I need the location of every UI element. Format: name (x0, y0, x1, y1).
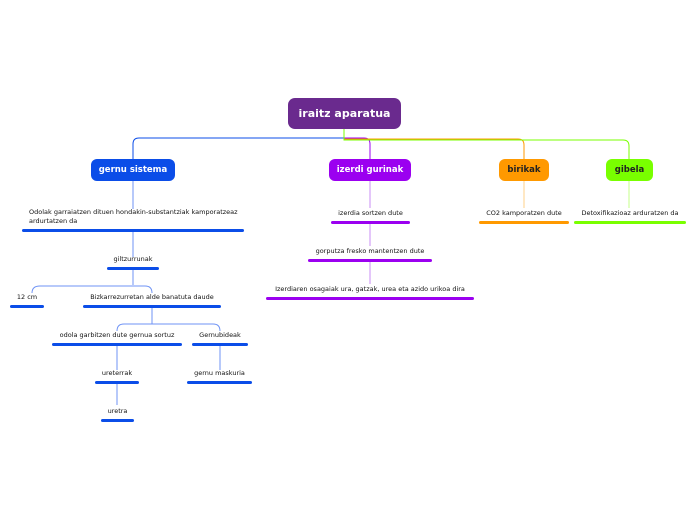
subtopic-underline (22, 229, 244, 232)
connector-root-izerdi (343, 129, 371, 159)
subtopic-label: Odolak garraiatzen dituen hondakin-subst… (29, 208, 238, 225)
subtopic-label: Bizkarrezurretan alde banatuta daude (90, 293, 214, 301)
subtopic-label: giltzurrunak (113, 255, 153, 263)
subtopic-label: odola garbitzen dute gernua sortuz (59, 331, 175, 339)
subtopic-co2-kamporatzen[interactable]: CO2 kamporatzen dute (479, 209, 569, 224)
subtopic-izerdiaren-osagaiak[interactable]: Izerdiaren osagaiak ura, gatzak, urea et… (266, 285, 474, 300)
subtopic-label: gernu maskuria (194, 369, 245, 377)
subtopic-underline (331, 221, 410, 224)
topic-birikak[interactable]: birikak (499, 159, 549, 181)
subtopic-underline (83, 305, 221, 308)
subtopic-gernu-maskuria[interactable]: gernu maskuria (187, 369, 252, 384)
subtopic-underline (101, 419, 134, 422)
subtopic-label: uretra (107, 407, 128, 415)
subtopic-giltzurrunak[interactable]: giltzurrunak (107, 255, 159, 270)
subtopic-underline (10, 305, 44, 308)
topic-izerdi-gurinak[interactable]: izerdi gurinak (329, 159, 411, 181)
topic-gibela[interactable]: gibela (606, 159, 653, 181)
subtopic-label: gorputza fresko mantentzen dute (315, 247, 425, 255)
subtopic-underline (52, 343, 182, 346)
subtopic-detoxifikazioaz[interactable]: Detoxifikazioaz arduratzen da (574, 209, 686, 224)
subtopic-uretra[interactable]: uretra (101, 407, 134, 422)
root-topic[interactable]: iraitz aparatua (288, 98, 401, 129)
connector-root-gibela (343, 129, 630, 159)
subtopic-izerdia-sortzen[interactable]: izerdia sortzen dute (331, 209, 410, 224)
subtopic-gernu-description[interactable]: Odolak garraiatzen dituen hondakin-subst… (22, 208, 244, 232)
topic-gernu-sistema[interactable]: gernu sistema (91, 159, 175, 181)
subtopic-underline (574, 221, 686, 224)
subtopic-underline (107, 267, 159, 270)
subtopic-label: ureterrak (101, 369, 133, 377)
subtopic-12cm[interactable]: 12 cm (10, 293, 44, 308)
subtopic-gernubideak[interactable]: Gernubideak (192, 331, 248, 346)
subtopic-label: 12 cm (16, 293, 38, 301)
subtopic-underline (192, 343, 248, 346)
subtopic-label: Izerdiaren osagaiak ura, gatzak, urea et… (275, 285, 465, 293)
subtopic-underline (187, 381, 252, 384)
subtopic-label: izerdia sortzen dute (338, 209, 403, 217)
subtopic-underline (266, 297, 474, 300)
subtopic-label: Gernubideak (199, 331, 241, 339)
subtopic-ureterrak[interactable]: ureterrak (95, 369, 139, 384)
subtopic-underline (479, 221, 569, 224)
subtopic-odola-garbitzen[interactable]: odola garbitzen dute gernua sortuz (52, 331, 182, 346)
connector-bizkar-children (116, 306, 221, 332)
connector-root-birikak (343, 129, 525, 159)
subtopic-gorputza-fresko[interactable]: gorputza fresko mantentzen dute (308, 247, 432, 262)
subtopic-underline (95, 381, 139, 384)
subtopic-bizkarrezurretan[interactable]: Bizkarrezurretan alde banatuta daude (83, 293, 221, 308)
subtopic-label: CO2 kamporatzen dute (486, 209, 562, 217)
subtopic-label: Detoxifikazioaz arduratzen da (581, 209, 679, 217)
connector-giltz-children (31, 268, 153, 294)
connector-root-gernu (132, 129, 345, 159)
subtopic-underline (308, 259, 432, 262)
